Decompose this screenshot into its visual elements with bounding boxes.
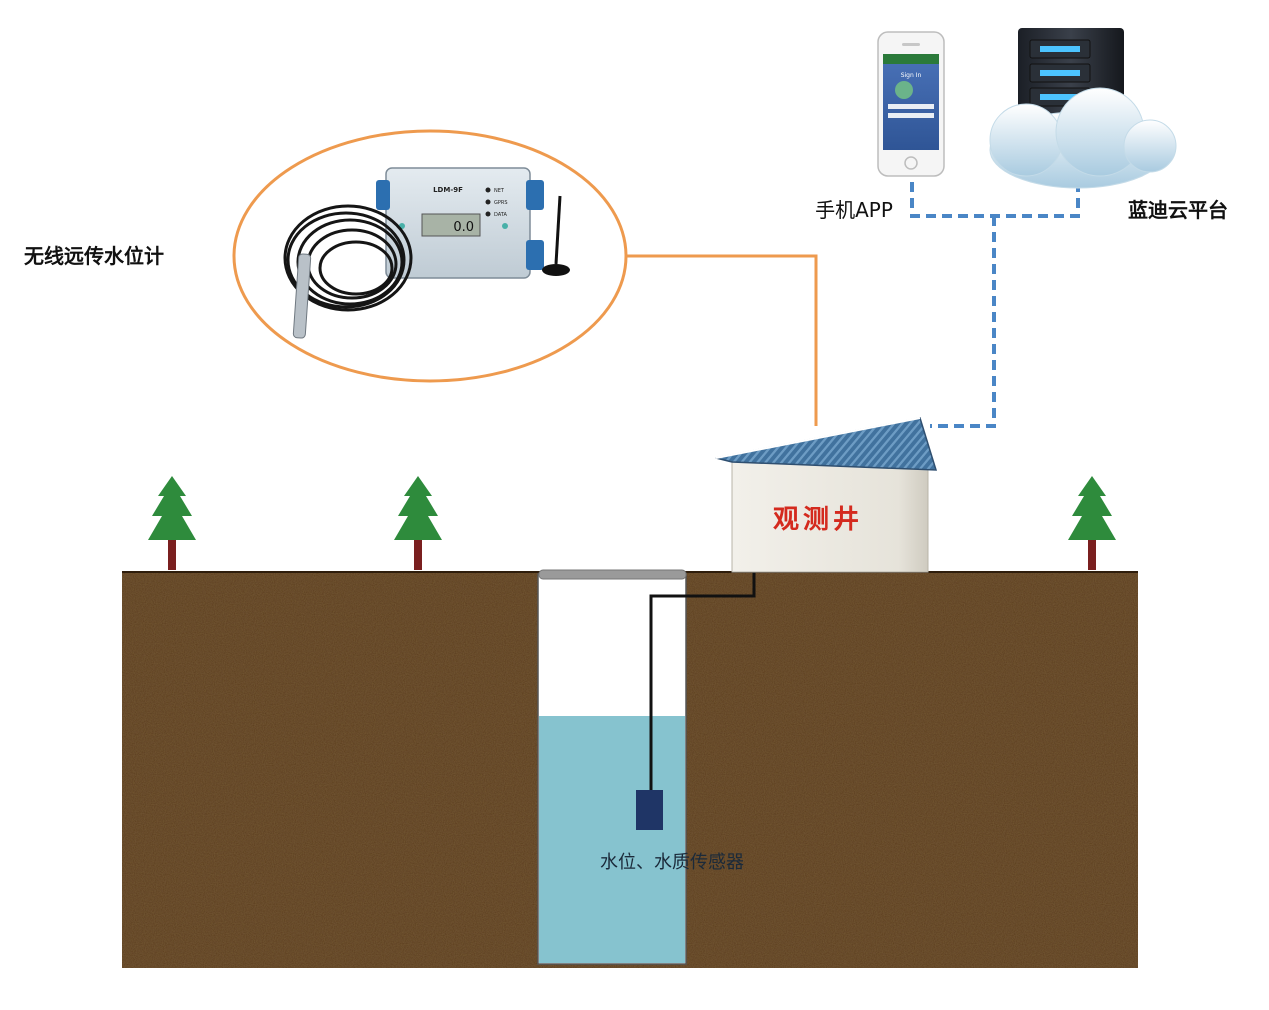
- tree-icon: [1068, 476, 1116, 570]
- device-model: LDM-9F: [433, 186, 463, 194]
- device-lcd-value: 0.0: [453, 220, 474, 235]
- sensor-cable: [649, 572, 756, 792]
- antenna-icon: [542, 195, 570, 276]
- well-cover: [538, 569, 687, 580]
- cloud-icon: [989, 87, 1177, 189]
- station-house: 观测井: [715, 417, 938, 573]
- device-lcd: [421, 213, 481, 237]
- cloud-platform-label: 蓝迪云平台: [1128, 198, 1228, 222]
- pressure-probe: [292, 253, 312, 339]
- device-indicator-net: NET: [494, 188, 505, 194]
- device-indicator-gprs: GPRS: [494, 200, 508, 206]
- tree-icon: [148, 476, 196, 570]
- sensor-label: 水位、水质传感器: [600, 852, 744, 873]
- phone-app-label: 手机APP: [815, 198, 893, 222]
- water-level-meter: LDM-9F 0.0 NET GPRS DATA: [376, 167, 544, 279]
- well-water: [539, 716, 685, 963]
- probe-cable-coil: [283, 204, 413, 312]
- tree-icon: [394, 476, 442, 570]
- phone-icon: Sign In: [877, 31, 945, 177]
- device-indicator-data: DATA: [494, 212, 507, 218]
- water-sensor: [636, 790, 663, 830]
- phone-screen-title: Sign In: [901, 72, 922, 79]
- device-title: 无线远传水位计: [24, 244, 164, 268]
- network-link-lines: [910, 182, 1080, 428]
- wireless-link-line: [622, 254, 818, 426]
- station-label: 观测井: [773, 505, 863, 535]
- station-roof: [715, 417, 938, 471]
